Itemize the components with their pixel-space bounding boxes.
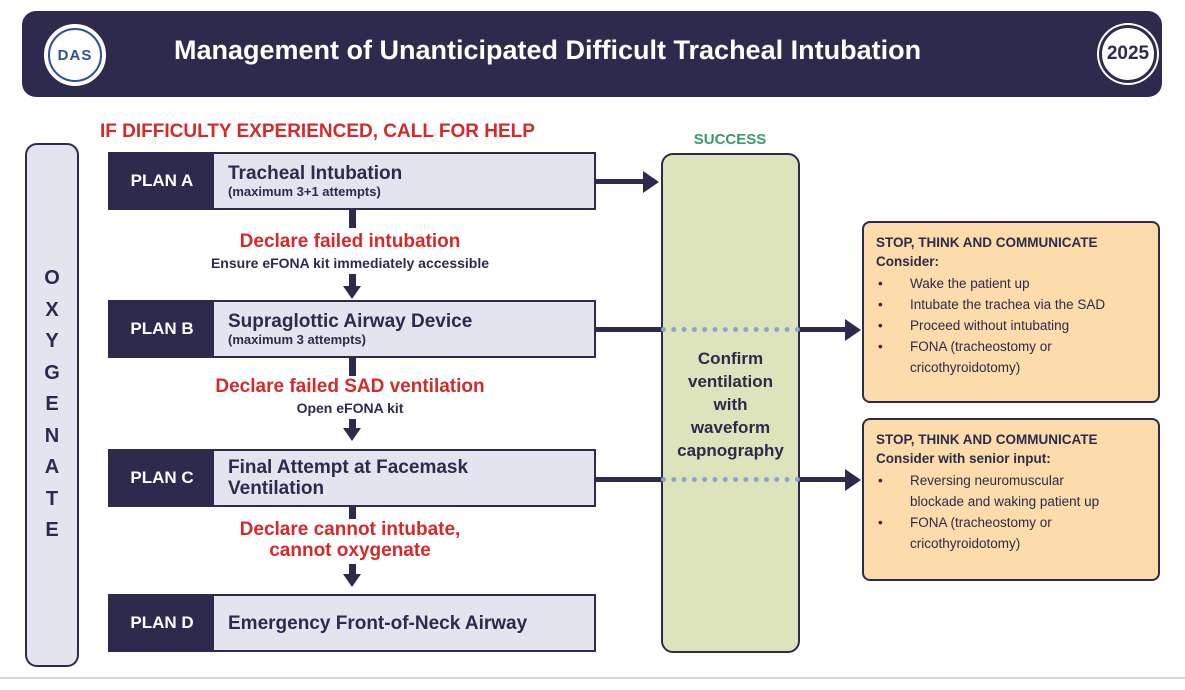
confirm-line: capnography [677, 441, 784, 460]
plan-c-box: PLAN C Final Attempt at Facemask Ventila… [108, 449, 596, 507]
declare-failed-intubation-note: Ensure eFONA kit immediately accessible [210, 255, 490, 271]
arrow-line-plan-b [596, 327, 661, 332]
stop-consider: Consider with senior input: [876, 451, 1051, 466]
stop-title: STOP, THINK AND COMMUNICATE [876, 235, 1098, 250]
logo-text: DAS [48, 28, 102, 82]
stop-item-line: cricothyroidotomy) [910, 536, 1021, 551]
plan-b-label: PLAN B [110, 302, 214, 356]
stop-item: Intubate the trachea via the SAD [876, 294, 1146, 315]
confirm-line: Confirm [697, 349, 764, 368]
success-label: SUCCESS [693, 131, 767, 148]
plan-a-subtitle: (maximum 3+1 attempts) [228, 183, 381, 199]
plan-a-title: Tracheal Intubation [228, 162, 403, 184]
header-banner: DAS Management of Unanticipated Difficul… [22, 11, 1162, 97]
plan-d-label: PLAN D [110, 596, 214, 650]
oxygenate-letter: N [44, 424, 60, 447]
confirm-line: ventilation [687, 372, 773, 391]
connector-line [349, 358, 356, 376]
plan-a-box: PLAN A Tracheal Intubation (maximum 3+1 … [108, 152, 596, 210]
oxygenate-letter: Y [45, 330, 59, 353]
stop-item-line: FONA (tracheostomy or [910, 339, 1052, 354]
stop-think-box-2: STOP, THINK AND COMMUNICATE Consider wit… [862, 418, 1160, 581]
plan-b-subtitle: (maximum 3 attempts) [228, 331, 366, 347]
stop-item-line: blockade and waking patient up [910, 494, 1100, 509]
footer-divider [0, 677, 1185, 679]
plan-a-label: PLAN A [110, 154, 214, 208]
declare-failed-sad-note: Open eFONA kit [296, 400, 404, 416]
arrow-line-plan-c [596, 477, 661, 482]
right-arrow-icon [845, 469, 861, 491]
oxygenate-letter: E [45, 393, 59, 416]
declare-cico-line1: Declare cannot intubate, [239, 519, 461, 540]
confirm-line: waveform [690, 418, 771, 437]
plan-b-title: Supraglottic Airway Device [228, 310, 473, 332]
down-arrow-icon [343, 428, 361, 441]
arrow-line-plan-b [800, 327, 846, 332]
down-arrow-icon [343, 286, 361, 299]
oxygenate-letter: T [45, 487, 59, 510]
oxygenate-letter: X [45, 298, 59, 321]
connector-line [349, 274, 356, 288]
success-box [661, 153, 800, 653]
arrow-line-plan-c [800, 477, 846, 482]
arrow-line-plan-a [596, 179, 644, 184]
stop-item: FONA (tracheostomy or cricothyroidotomy) [876, 336, 1146, 378]
stop-item-line: FONA (tracheostomy or [910, 515, 1052, 530]
plan-c-title-line1: Final Attempt at Facemask [228, 457, 469, 478]
declare-failed-sad: Declare failed SAD ventilation [215, 376, 485, 397]
connector-line [349, 507, 356, 519]
plan-b-box: PLAN B Supraglottic Airway Device (maxim… [108, 300, 596, 358]
stop-item: FONA (tracheostomy or cricothyroidotomy) [876, 512, 1146, 554]
dashed-line-plan-c [661, 477, 800, 482]
year-badge: 2025 [1099, 25, 1157, 83]
stop-item-line: cricothyroidotomy) [910, 360, 1021, 375]
declare-cico-line2: cannot oxygenate [269, 540, 431, 561]
oxygenate-column: O X Y G E N A T E [25, 143, 79, 667]
connector-line [349, 564, 356, 575]
dashed-line-plan-b [661, 327, 800, 332]
right-arrow-icon [643, 171, 659, 193]
declare-failed-intubation: Declare failed intubation [239, 231, 461, 252]
call-for-help-text: IF DIFFICULTY EXPERIENCED, CALL FOR HELP [100, 121, 535, 142]
stop-item-line: Reversing neuromuscular [910, 473, 1064, 488]
down-arrow-icon [343, 574, 361, 587]
oxygenate-letter: O [44, 267, 60, 290]
right-arrow-icon [845, 319, 861, 341]
connector-line [349, 210, 356, 228]
stop-item: Proceed without intubating [876, 315, 1146, 336]
das-logo: DAS [44, 24, 106, 86]
oxygenate-letter: E [45, 519, 59, 542]
stop-item: Wake the patient up [876, 273, 1146, 294]
oxygenate-letter: A [44, 456, 60, 479]
stop-title: STOP, THINK AND COMMUNICATE [876, 432, 1098, 447]
confirm-line: with [713, 395, 748, 414]
stop-item: Reversing neuromuscular blockade and wak… [876, 470, 1146, 512]
plan-c-label: PLAN C [110, 451, 214, 505]
oxygenate-letter: G [44, 361, 60, 384]
plan-d-title: Emergency Front-of-Neck Airway [228, 612, 528, 634]
stop-think-box-1: STOP, THINK AND COMMUNICATE Consider: Wa… [862, 221, 1160, 403]
stop-consider: Consider: [876, 254, 940, 269]
plan-d-box: PLAN D Emergency Front-of-Neck Airway [108, 594, 596, 652]
page-title: Management of Unanticipated Difficult Tr… [174, 35, 922, 65]
plan-c-title-line2: Ventilation [228, 478, 325, 499]
confirm-ventilation-text: Confirm ventilation with waveform capnog… [661, 347, 800, 462]
connector-line [349, 419, 356, 431]
